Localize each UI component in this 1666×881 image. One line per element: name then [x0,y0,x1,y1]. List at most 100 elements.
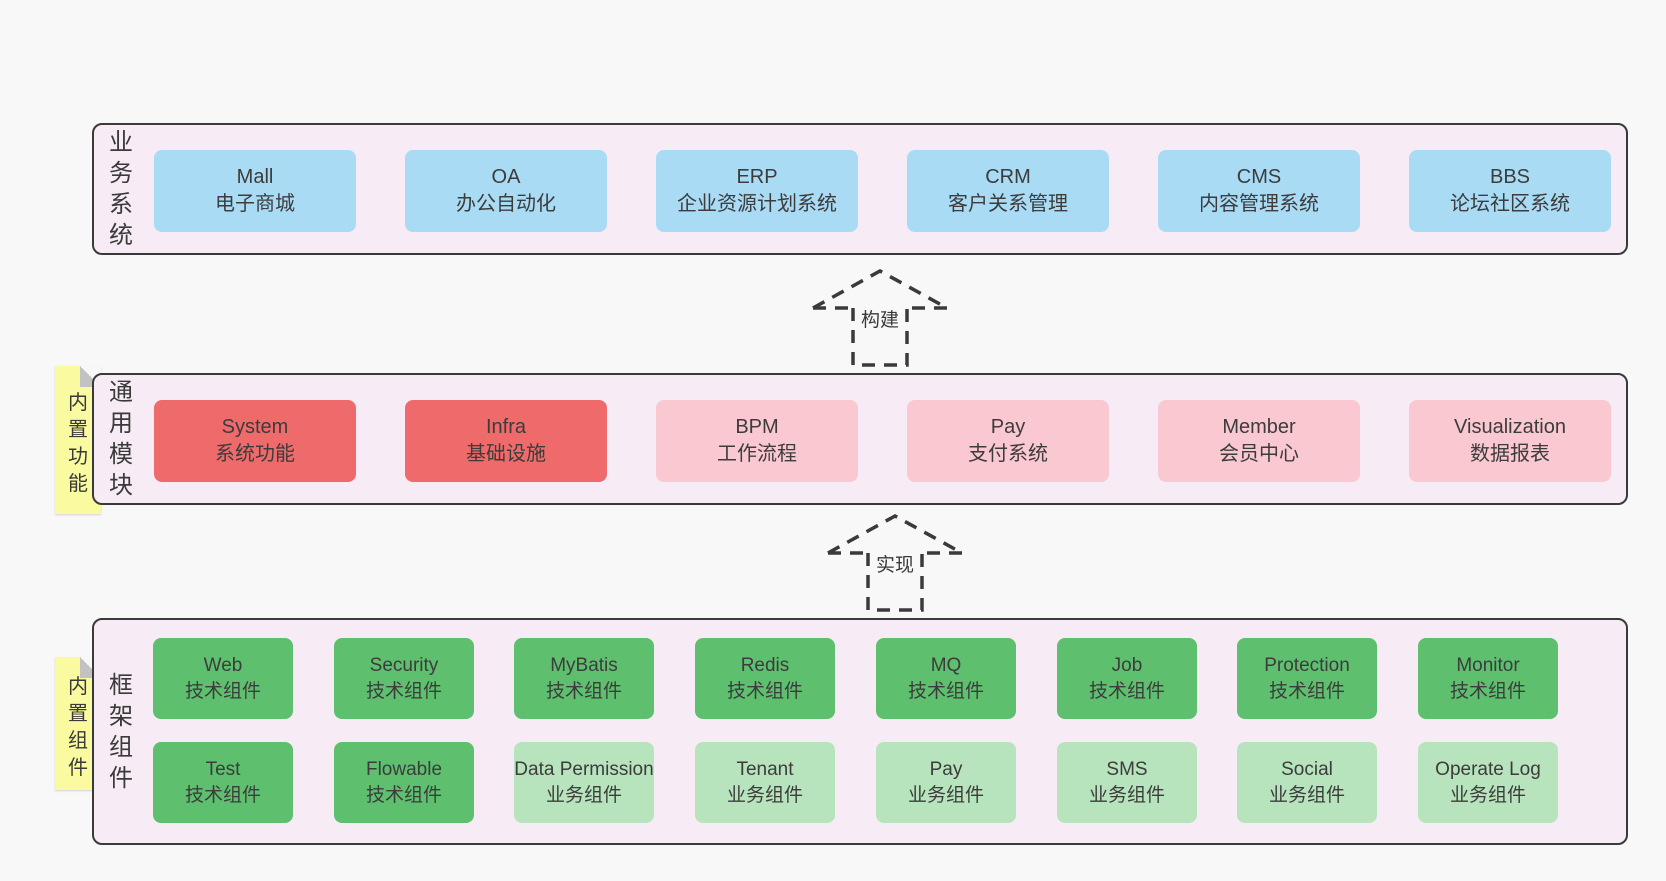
box-title: SMS [1106,758,1148,780]
band-label-text: 业务系统 [109,129,133,249]
box-subtitle: 技术组件 [365,784,442,806]
band-framework-components: 框架组件 Web 技术组件 Security 技术组件 MyBatis 技术组件… [92,618,1628,845]
box-title: Visualization [1454,416,1566,438]
box-title: Security [369,654,439,676]
box-subtitle: 系统功能 [215,443,295,465]
box-title: Web [203,654,243,676]
box-security: Security 技术组件 [334,638,474,719]
box-title: Member [1222,416,1296,438]
box-subtitle: 技术组件 [365,680,442,702]
box-social: Social 业务组件 [1237,742,1377,823]
box-web: Web 技术组件 [153,638,293,719]
box-title: Test [205,758,241,780]
box-title: Pay [929,758,963,780]
dashed-up-arrow-build: 构建 [805,266,955,370]
box-monitor: Monitor 技术组件 [1418,638,1558,719]
box-subtitle: 客户关系管理 [948,193,1068,215]
box-subtitle: 技术组件 [1088,680,1165,702]
box-title: Protection [1264,654,1350,676]
arrow-label: 构建 [857,304,903,333]
band-vertical-label: 通用模块 [102,375,140,503]
box-subtitle: 支付系统 [968,443,1048,465]
box-title: CMS [1236,166,1282,188]
box-erp: ERP 企业资源计划系统 [656,150,858,232]
box-subtitle: 技术组件 [907,680,984,702]
box-subtitle: 业务组件 [1268,784,1345,806]
box-title: BPM [735,416,779,438]
box-subtitle: 会员中心 [1219,443,1299,465]
band-common-modules: 通用模块 System 系统功能 Infra 基础设施 BPM 工作流程 Pay… [92,373,1628,505]
box-title: System [221,416,289,438]
box-title: ERP [736,166,778,188]
box-subtitle: 业务组件 [907,784,984,806]
box-subtitle: 数据报表 [1470,443,1550,465]
box-cms: CMS 内容管理系统 [1158,150,1360,232]
box-mybatis: MyBatis 技术组件 [514,638,654,719]
box-test: Test 技术组件 [153,742,293,823]
box-redis: Redis 技术组件 [695,638,835,719]
box-title: Redis [740,654,790,676]
box-title: Social [1281,758,1333,780]
box-title: MyBatis [550,654,618,676]
band-label-text: 框架组件 [109,671,133,792]
box-subtitle: 技术组件 [726,680,803,702]
box-title: MQ [930,654,962,676]
box-subtitle: 技术组件 [545,680,622,702]
box-title: Job [1111,654,1143,676]
box-tenant: Tenant 业务组件 [695,742,835,823]
box-crm: CRM 客户关系管理 [907,150,1109,232]
band-vertical-label: 业务系统 [102,125,140,253]
box-bpm: BPM 工作流程 [656,400,858,482]
box-title: Data Permission [514,758,654,780]
box-bbs: BBS 论坛社区系统 [1409,150,1611,232]
arrow-label: 实现 [872,549,918,578]
box-subtitle: 办公自动化 [456,193,556,215]
box-subtitle: 内容管理系统 [1199,193,1319,215]
box-title: Monitor [1456,654,1520,676]
box-subtitle: 技术组件 [184,680,261,702]
box-member: Member 会员中心 [1158,400,1360,482]
band-label-text: 通用模块 [109,379,133,499]
box-subtitle: 技术组件 [1449,680,1526,702]
box-title: OA [491,166,521,188]
box-flowable: Flowable 技术组件 [334,742,474,823]
sticky-note-text: 内置组件 [68,675,88,779]
box-visualization: Visualization 数据报表 [1409,400,1611,482]
box-protection: Protection 技术组件 [1237,638,1377,719]
dashed-up-arrow-implement: 实现 [820,511,970,615]
box-title: Mall [236,166,274,188]
box-subtitle: 业务组件 [1088,784,1165,806]
box-pay-component: Pay 业务组件 [876,742,1016,823]
box-data-permission: Data Permission 业务组件 [514,742,654,823]
box-title: BBS [1489,166,1531,188]
box-oa: OA 办公自动化 [405,150,607,232]
box-title: Infra [485,416,527,438]
box-title: Flowable [365,758,443,780]
box-subtitle: 技术组件 [184,784,261,806]
box-subtitle: 企业资源计划系统 [677,193,837,215]
box-subtitle: 论坛社区系统 [1450,193,1570,215]
box-pay-system: Pay 支付系统 [907,400,1109,482]
box-subtitle: 业务组件 [1449,784,1526,806]
box-title: Pay [990,416,1026,438]
box-infra: Infra 基础设施 [405,400,607,482]
dashed-arrow-up-icon [812,269,948,367]
box-subtitle: 基础设施 [466,443,546,465]
box-subtitle: 技术组件 [1268,680,1345,702]
box-title: CRM [985,166,1031,188]
box-title: Operate Log [1435,758,1541,780]
box-subtitle: 业务组件 [726,784,803,806]
box-subtitle: 业务组件 [545,784,622,806]
sticky-note-text: 内置功能 [68,392,88,495]
box-title: Tenant [736,758,794,780]
box-mq: MQ 技术组件 [876,638,1016,719]
box-operate-log: Operate Log 业务组件 [1418,742,1558,823]
box-job: Job 技术组件 [1057,638,1197,719]
box-system: System 系统功能 [154,400,356,482]
band-vertical-label: 框架组件 [102,620,140,843]
box-subtitle: 工作流程 [717,443,797,465]
box-sms: SMS 业务组件 [1057,742,1197,823]
band-business-systems: 业务系统 Mall 电子商城 OA 办公自动化 ERP 企业资源计划系统 CRM… [92,123,1628,255]
dashed-arrow-up-icon [827,514,963,612]
